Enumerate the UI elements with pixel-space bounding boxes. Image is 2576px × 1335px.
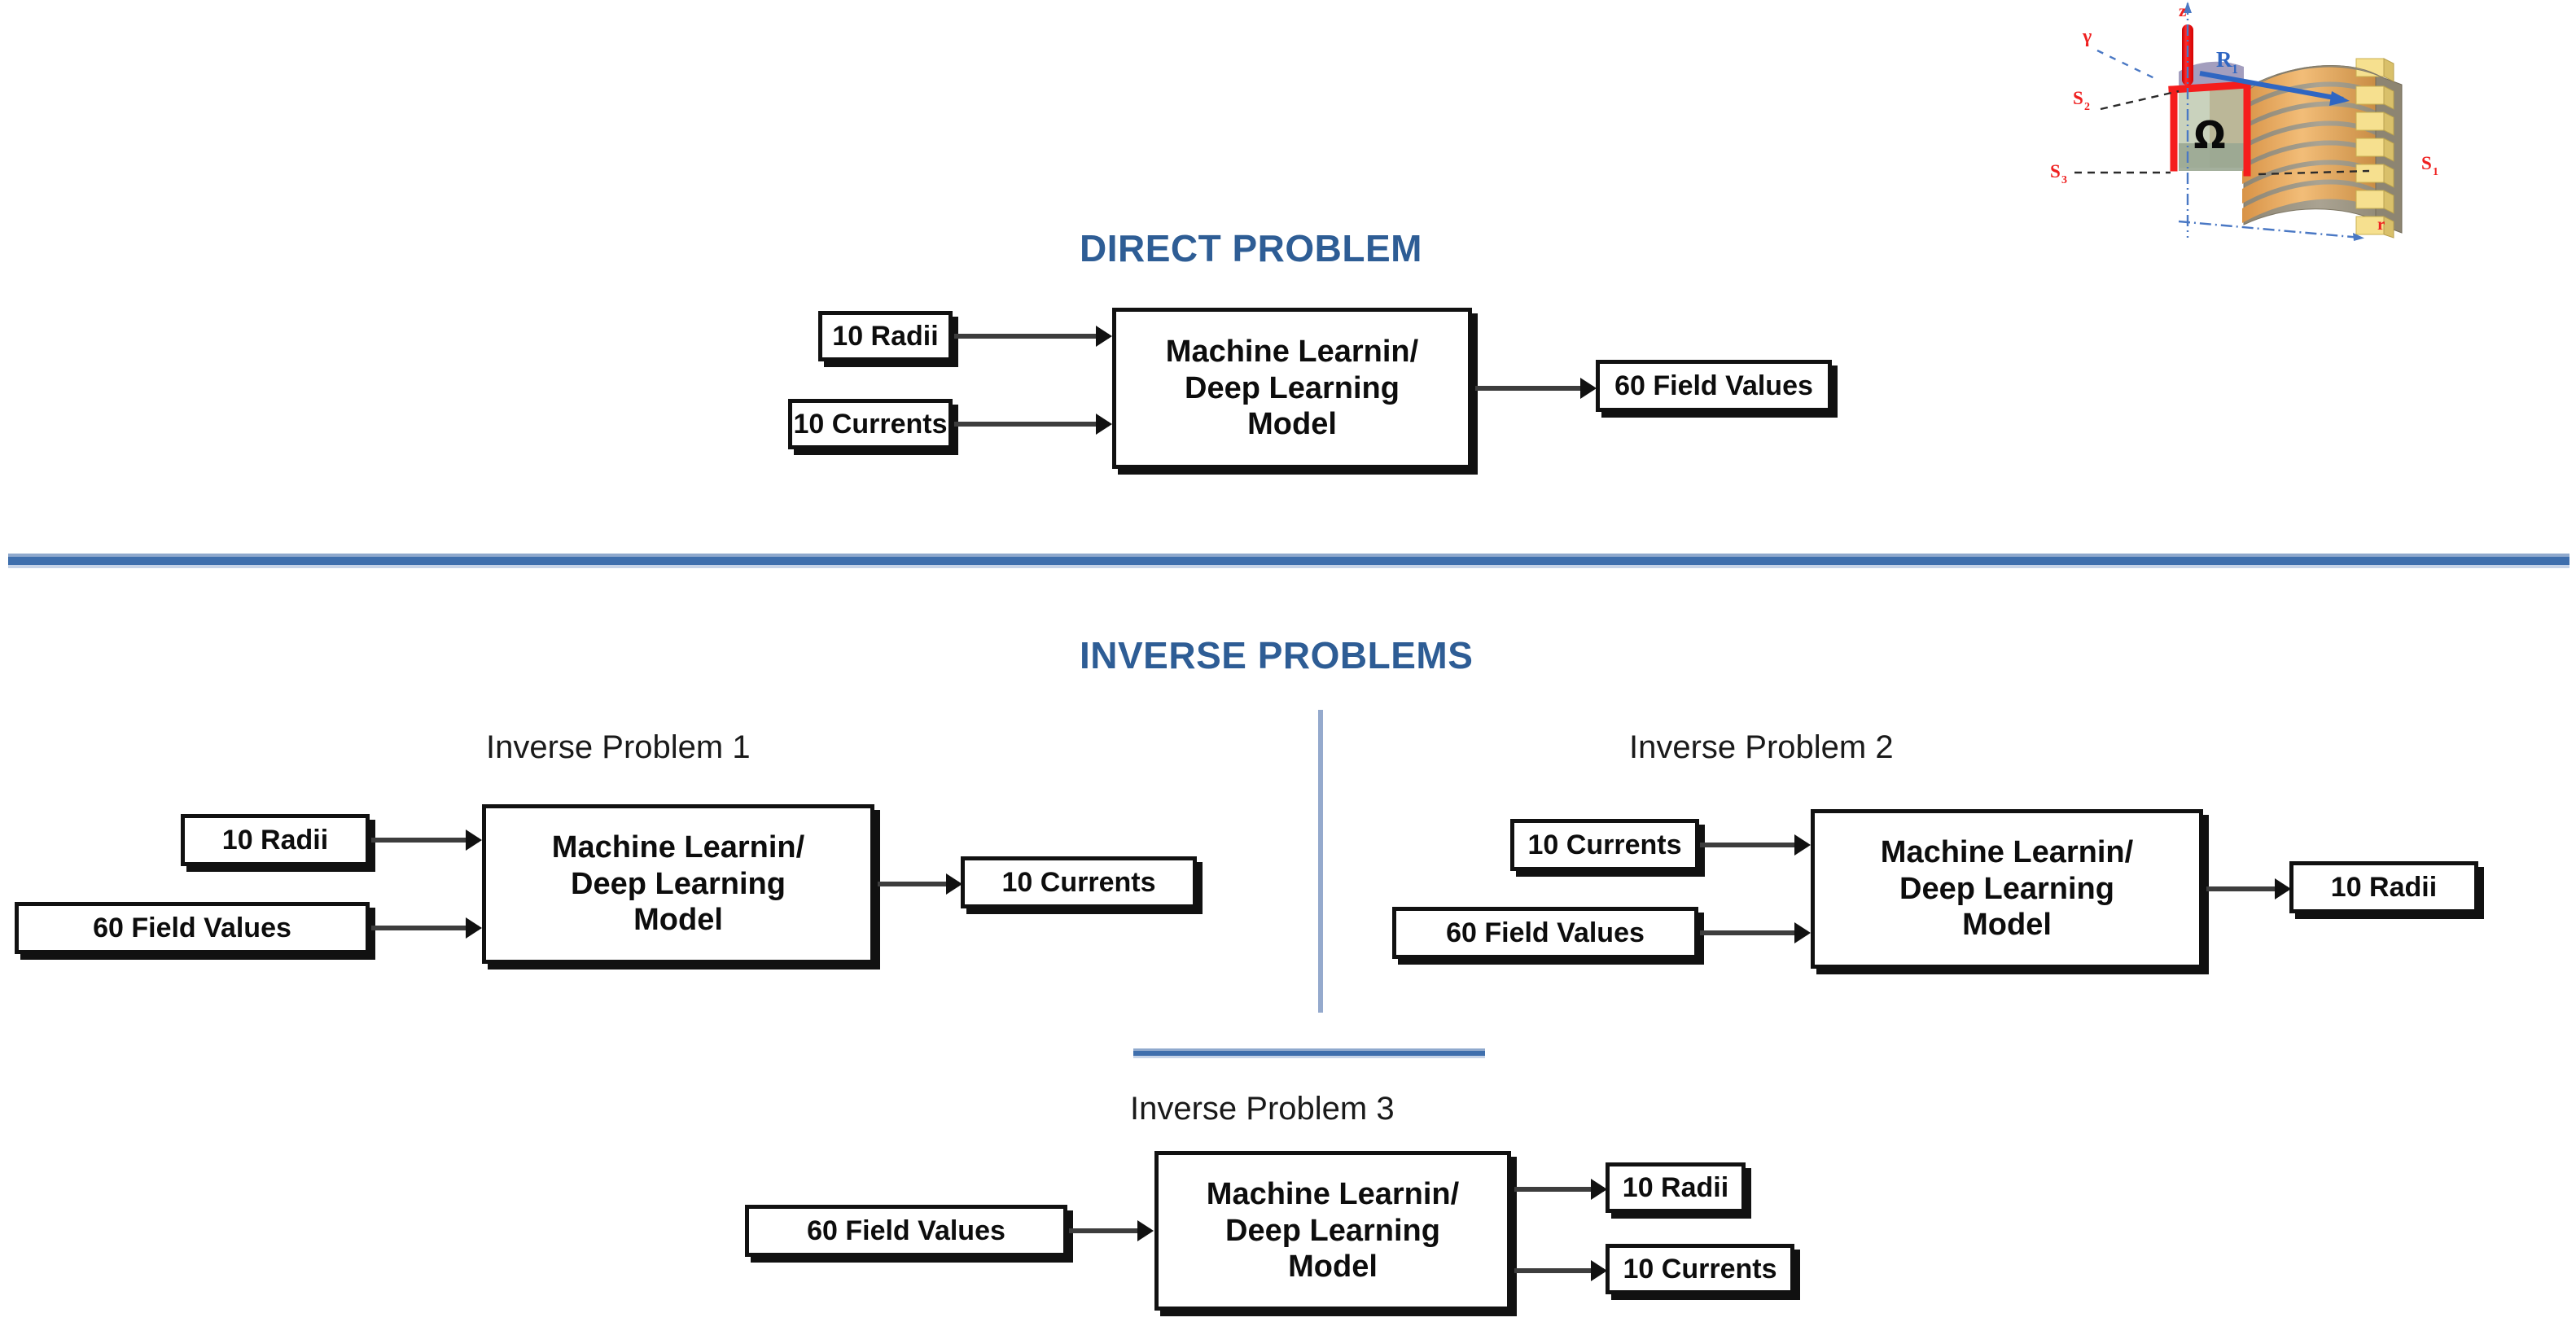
surface-s2-subscript: 2: [2084, 101, 2090, 113]
surface-s1-subscript: 1: [2433, 166, 2438, 178]
direct-output-box-field-values[interactable]: 60 Field Values: [1596, 360, 1832, 412]
surface-s1-label: S: [2421, 153, 2432, 173]
ip3-arrow-model-to-radii: [1514, 1187, 1604, 1192]
direct-arrow-model-to-output: [1475, 386, 1593, 391]
axes: [2178, 2, 2364, 241]
direct-model-box[interactable]: Machine Learnin/ Deep Learning Model: [1112, 308, 1472, 469]
omega-symbol: Ω: [2193, 113, 2225, 157]
model-line-2: Deep Learning: [1185, 370, 1400, 405]
inverse-problem-2-label: Inverse Problem 2: [1629, 729, 1894, 765]
model-line-2: Deep Learning: [1899, 871, 2114, 906]
gamma-label: γ: [2082, 26, 2092, 47]
model-line-1: Machine Learnin/: [1165, 334, 1419, 369]
model-line-2: Deep Learning: [571, 866, 786, 901]
ip2-model-box[interactable]: Machine Learnin/ Deep Learning Model: [1811, 809, 2203, 969]
ip2-arrow-model-to-output: [2206, 886, 2288, 891]
ip1-arrow-field-values-to-model: [371, 926, 479, 930]
ip2-arrow-currents-to-model: [1700, 843, 1807, 847]
inverse-problems-title: INVERSE PROBLEMS: [1080, 634, 1474, 676]
direct-arrow-currents-to-model: [954, 422, 1109, 427]
coil-terminals: [2355, 58, 2394, 239]
r-axis-label: r: [2377, 214, 2385, 234]
surface-s3-subscript: 3: [2061, 174, 2067, 186]
ip2-input-box-currents[interactable]: 10 Currents: [1510, 819, 1699, 871]
radius-arrow: [2199, 71, 2350, 106]
ip3-arrow-model-to-currents: [1514, 1268, 1604, 1273]
ip1-input-box-field-values[interactable]: 60 Field Values: [15, 902, 370, 954]
surface-leader-lines: [2074, 90, 2370, 176]
ip3-output-box-currents[interactable]: 10 Currents: [1606, 1244, 1794, 1294]
model-line-2: Deep Learning: [1225, 1213, 1440, 1248]
ip2-input-box-field-values[interactable]: 60 Field Values: [1392, 907, 1698, 959]
ip3-arrow-field-values-to-model: [1069, 1228, 1150, 1233]
ip2-output-box-radii[interactable]: 10 Radii: [2289, 861, 2478, 913]
surface-s2-label: S: [2073, 88, 2083, 108]
ip1-arrow-model-to-output: [878, 882, 959, 886]
coil-body: [2242, 58, 2403, 239]
surface-s3-label: S: [2050, 161, 2061, 182]
ip1-input-box-radii[interactable]: 10 Radii: [181, 814, 370, 866]
model-line-1: Machine Learnin/: [551, 829, 805, 864]
ip1-arrow-radii-to-model: [371, 838, 479, 843]
domain-omega: Ω: [2168, 61, 2251, 177]
radius-subscript: 1: [2232, 63, 2238, 77]
radius-label: R: [2216, 47, 2232, 72]
direct-problem-title: DIRECT PROBLEM: [1080, 227, 1422, 269]
ip3-output-box-radii[interactable]: 10 Radii: [1606, 1162, 1746, 1213]
ip2-arrow-field-values-to-model: [1700, 930, 1807, 935]
ip3-input-box-field-values[interactable]: 60 Field Values: [745, 1205, 1067, 1257]
model-line-3: Model: [1247, 407, 1337, 442]
ip1-model-box[interactable]: Machine Learnin/ Deep Learning Model: [482, 804, 874, 964]
model-line-3: Model: [1288, 1250, 1378, 1285]
model-line-3: Model: [633, 903, 723, 938]
model-line-1: Machine Learnin/: [1880, 834, 2134, 869]
inverse-problems-vertical-divider: [1318, 710, 1323, 1013]
inverse-problem-3-divider: [1133, 1048, 1485, 1058]
coil-illustration: Ω: [2019, 0, 2576, 244]
ip1-output-box-currents[interactable]: 10 Currents: [961, 856, 1197, 908]
z-axis-label: z: [2179, 1, 2186, 20]
direct-input-box-radii[interactable]: 10 Radii: [818, 311, 953, 361]
direct-arrow-radii-to-model: [954, 334, 1109, 339]
section-divider-horizontal: [8, 554, 2569, 568]
direct-input-box-currents[interactable]: 10 Currents: [788, 399, 953, 449]
ip3-model-box[interactable]: Machine Learnin/ Deep Learning Model: [1154, 1151, 1511, 1311]
inverse-problem-3-label: Inverse Problem 3: [1130, 1091, 1395, 1127]
model-line-3: Model: [1962, 908, 2052, 943]
inverse-problem-1-label: Inverse Problem 1: [486, 729, 751, 765]
model-line-1: Machine Learnin/: [1206, 1176, 1460, 1211]
gamma-leader-line: [2096, 49, 2155, 80]
domain-boundary-red: [2168, 81, 2251, 177]
